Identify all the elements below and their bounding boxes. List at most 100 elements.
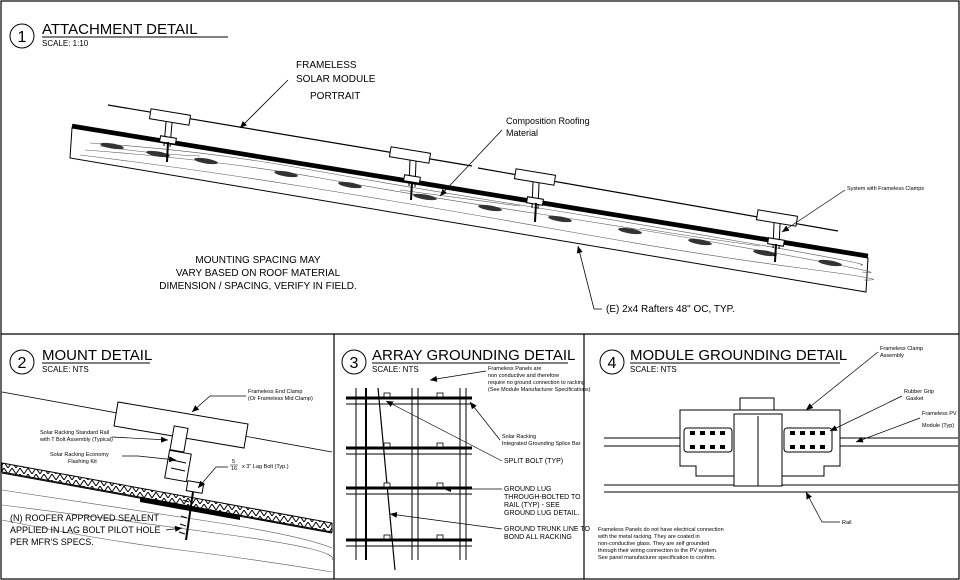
- rail-label: Rail: [842, 520, 851, 526]
- sealent-note-line: (N) ROOFER APPROVED SEALENT: [10, 513, 160, 523]
- system-label: System with Frameless Clamps: [781, 186, 924, 233]
- gasket-label: Rubber Grip: [904, 389, 934, 395]
- pv-module-label: Module (Typ): [922, 423, 954, 429]
- module-labels: Frameless Clamp Assembly Rubber Grip Gas…: [597, 346, 957, 561]
- roofing-label: Composition Roofing Material: [439, 116, 590, 197]
- end-clamp-label: Frameless End Clamp: [248, 389, 302, 395]
- detail-title: ARRAY GROUNDING DETAIL: [372, 347, 575, 364]
- detail-number-circle: [341, 349, 367, 375]
- detail-number: 1: [18, 29, 27, 46]
- flashing-kit: [185, 480, 205, 494]
- gasket-label: Gasket: [906, 396, 924, 402]
- spacing-note: MOUNTING SPACING MAY VARY BASED ON ROOF …: [159, 255, 356, 292]
- array-grounding-detail: 3 ARRAY GROUNDING DETAIL SCALE: NTS: [341, 347, 591, 571]
- sealent-note-line: APPLIED IN LAG BOLT PILOT HOLE: [10, 525, 161, 535]
- roof-rafter: [69, 123, 874, 293]
- clamp-assembly-label: Assembly: [880, 353, 904, 359]
- wood-knots: [100, 142, 842, 267]
- system-label-text: System with Frameless Clamps: [847, 186, 924, 192]
- splice-bar-label: Integrated Grounding Splice Bar: [502, 441, 581, 447]
- panels-note-line: require no ground connection to racking: [488, 380, 585, 386]
- detail-1-header: 1 ATTACHMENT DETAIL SCALE: 1:10: [9, 21, 228, 49]
- roofing-label-line: Material: [506, 128, 538, 138]
- module-note-line: non-conductive glass. They are self grou…: [598, 541, 709, 547]
- lag-bolt-label: x 3" Lag Bolt (Typ.): [242, 464, 289, 470]
- ground-lug-label: THROUGH-BOLTED TO: [504, 494, 581, 501]
- clamp-assembly-label: Frameless Clamp: [880, 346, 923, 352]
- detail-title: ATTACHMENT DETAIL: [42, 21, 198, 38]
- lag-bolts: [166, 141, 777, 263]
- panels-note-line: non conductive and therefore: [488, 373, 559, 379]
- detail-4-header: 4 MODULE GROUNDING DETAIL SCALE: NTS: [599, 347, 847, 375]
- lag-fraction-num: 5: [232, 459, 235, 465]
- lag-fraction-den: 16: [231, 466, 237, 472]
- roofing-label-line: Composition Roofing: [506, 116, 590, 126]
- trunk-line-label: GROUND TRUNK LINE TO: [504, 526, 591, 533]
- detail-number-circle: [599, 349, 625, 375]
- rail-label: Solar Racking Standard Rail: [40, 430, 109, 436]
- mount-detail: 2 MOUNT DETAIL SCALE: NTS: [1, 347, 333, 578]
- panels-note-line: (See Module Manufacturer Specifications): [488, 387, 591, 393]
- end-clamp: [113, 401, 249, 449]
- detail-scale: SCALE: NTS: [372, 365, 419, 374]
- spacing-note-line: VARY BASED ON ROOF MATERIAL: [176, 268, 341, 279]
- panels-note-line: Frameless Panels are: [488, 366, 542, 372]
- end-clamp-label: (Or Frameless Mid Clamp): [248, 396, 313, 402]
- clamp: [388, 146, 432, 188]
- standard-rail: [164, 449, 192, 483]
- module-grounding-detail: 4 MODULE GROUNDING DETAIL SCALE: NTS: [597, 346, 958, 561]
- detail-3-header: 3 ARRAY GROUNDING DETAIL SCALE: NTS: [341, 347, 575, 375]
- wood-grain: [79, 142, 874, 281]
- module-label-line: PORTRAIT: [310, 91, 360, 102]
- detail-number: 2: [18, 355, 27, 372]
- detail-scale: SCALE: NTS: [630, 365, 677, 374]
- ground-lug-label: GROUND LUG DETAIL.: [504, 510, 579, 517]
- clamp-body: [169, 425, 189, 453]
- ground-lug-label: GROUND LUG: [504, 486, 551, 493]
- module-label-line: FRAMELESS: [296, 60, 357, 71]
- pv-module-label: Frameless PV: [922, 411, 957, 417]
- module-label: FRAMELESS SOLAR MODULE PORTRAIT: [239, 60, 376, 129]
- module-note-line: with the metal racking. They are coated …: [597, 534, 700, 540]
- detail-number: 4: [608, 355, 617, 372]
- grounding-lugs: [383, 392, 444, 540]
- detail-title: MODULE GROUNDING DETAIL: [630, 347, 847, 364]
- trunk-line-label: BOND ALL RACKING: [504, 534, 572, 541]
- ground-lug-label: RAIL (TYP) - SEE: [504, 502, 560, 509]
- detail-scale: SCALE: 1:10: [42, 39, 89, 48]
- detail-title: MOUNT DETAIL: [42, 347, 152, 364]
- spacing-note-line: MOUNTING SPACING MAY: [195, 255, 321, 266]
- flashing-label: Solar Racking Economy: [50, 452, 109, 458]
- spacing-note-line: DIMENSION / SPACING, VERIFY IN FIELD.: [159, 281, 356, 292]
- clamp-cap: [739, 397, 775, 411]
- splice-bar-label: Solar Racking: [502, 434, 536, 440]
- attachment-detail: 1 ATTACHMENT DETAIL SCALE: 1:10: [9, 21, 924, 315]
- flashing-label: Flashing Kit: [68, 459, 97, 465]
- sealent-note-line: PER MFR'S SPECS.: [10, 537, 94, 547]
- detail-scale: SCALE: NTS: [42, 365, 89, 374]
- rafters-label: (E) 2x4 Rafters 48" OC, TYP.: [576, 245, 735, 315]
- detail-number-circle: [9, 23, 35, 49]
- module-note-line: Frameless Panels do not have electrical …: [598, 527, 724, 533]
- detail-2-header: 2 MOUNT DETAIL SCALE: NTS: [9, 347, 152, 375]
- racking-grid: [346, 387, 472, 571]
- detail-number: 3: [350, 355, 359, 372]
- clamp: [148, 108, 192, 148]
- module-label-line: SOLAR MODULE: [296, 74, 376, 85]
- lag-bolt: [185, 491, 194, 541]
- grounding-labels: Frameless Panels are non conductive and …: [385, 366, 591, 541]
- rail-label: with T Bolt Assembly (Typical): [39, 437, 113, 443]
- module-note-line: See panel manufacturer specification to …: [598, 555, 716, 561]
- rafters-label-text: (E) 2x4 Rafters 48" OC, TYP.: [606, 304, 735, 315]
- detail-number-circle: [9, 349, 35, 375]
- clamp: [755, 209, 799, 250]
- mount-labels: Frameless End Clamp (Or Frameless Mid Cl…: [10, 389, 313, 547]
- frameless-clamps: [148, 108, 799, 250]
- module-cross-section: [604, 397, 958, 493]
- clamp: [513, 168, 557, 210]
- split-bolt-label: SPLIT BOLT (TYP): [504, 458, 563, 465]
- module-note-line: through their wiring connection to the P…: [598, 548, 718, 554]
- mount-assembly: [113, 401, 249, 541]
